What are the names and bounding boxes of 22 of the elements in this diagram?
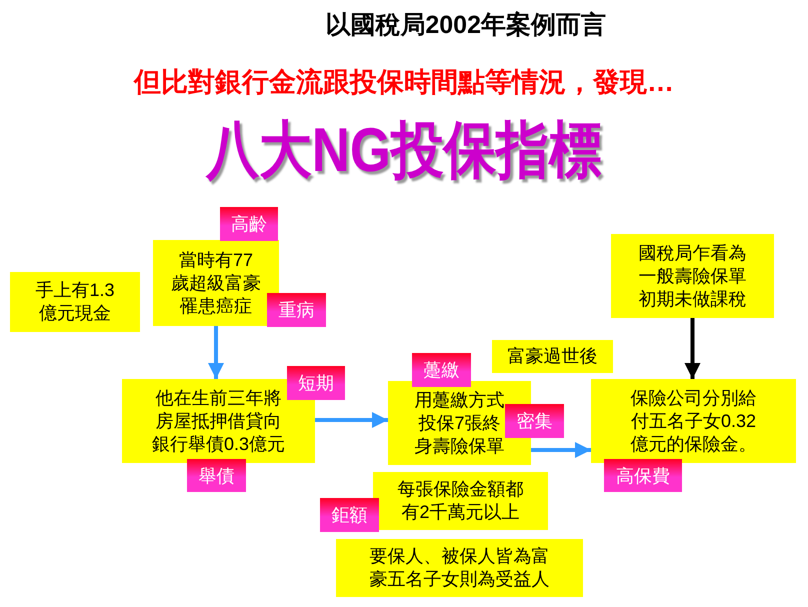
- keyword-tag: 高保費: [604, 459, 682, 492]
- note-box: 國稅局乍看為一般壽險保單初期未做課稅: [611, 234, 774, 318]
- main-title: 八大NG投保指標: [206, 115, 602, 187]
- keyword-tag: 鉅額: [320, 498, 379, 532]
- note-box: 手上有1.3億元現金: [10, 272, 140, 332]
- keyword-tag: 高齡: [220, 207, 278, 241]
- keyword-tag: 重病: [267, 293, 326, 327]
- note-box: 富豪過世後: [492, 340, 613, 373]
- keyword-tag: 舉債: [187, 459, 246, 492]
- keyword-tag: 短期: [287, 366, 345, 400]
- note-box: 當時有77歲超級富豪罹患癌症: [153, 240, 279, 326]
- subheading-text: 但比對銀行金流跟投保時間點等情況，發現…: [134, 66, 674, 99]
- heading-text: 以國稅局2002年案例而言: [325, 10, 606, 41]
- arrow: [531, 442, 591, 458]
- note-box: 每張保險金額都有2千萬元以上: [373, 472, 548, 530]
- keyword-tag: 躉繳: [412, 353, 471, 387]
- arrow: [684, 318, 700, 379]
- note-box: 要保人、被保人皆為富豪五名子女則為受益人: [336, 539, 583, 597]
- keyword-tag: 密集: [505, 404, 564, 438]
- note-box: 保險公司分別給付五名子女0.32億元的保險金。: [591, 379, 796, 463]
- arrow: [208, 326, 224, 379]
- arrow: [315, 412, 388, 428]
